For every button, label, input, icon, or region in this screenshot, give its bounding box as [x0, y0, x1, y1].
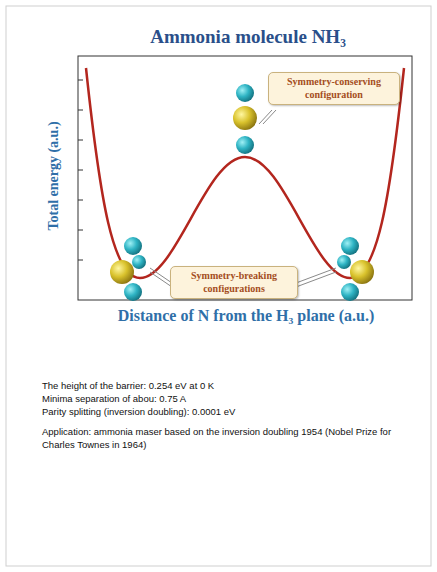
- leader-lines: [150, 110, 336, 287]
- note-text: Parity splitting (inversion doubling): 0…: [42, 406, 412, 417]
- callout-text: Symmetry-conserving configuration: [274, 76, 394, 101]
- callout-box: Symmetry-conserving configuration: [268, 72, 400, 105]
- ammonia-molecule-middle: [233, 84, 257, 154]
- callout-text: Symmetry-breaking configurations: [176, 270, 292, 295]
- note-text: Minima separation of abou: 0.75 A: [42, 393, 412, 404]
- ammonia-molecule-left: [110, 237, 146, 301]
- card-border: [6, 6, 431, 566]
- diagram-title: Ammonia molecule NH₃: [40, 26, 437, 48]
- axis-label: Distance of N from the H₃ plane (a.u.): [90, 306, 402, 327]
- double-well-curve: [86, 68, 404, 278]
- callout-box: Symmetry-breaking configurations: [170, 266, 298, 299]
- note-text: The height of the barrier: 0.254 eV at 0…: [42, 380, 412, 391]
- plot-frame: [78, 56, 412, 300]
- axis-ticks: [78, 80, 83, 260]
- axis-label: Total energy (a.u.): [46, 101, 62, 251]
- ammonia-molecule-right: [337, 237, 374, 301]
- note-text: Application: ammonia maser based on the …: [42, 426, 397, 452]
